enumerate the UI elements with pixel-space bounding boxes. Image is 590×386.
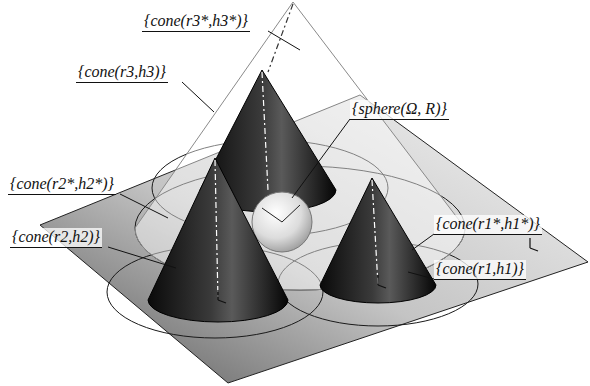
cone-axes xyxy=(215,4,378,300)
part-label: {cone(r3,h3)} xyxy=(76,63,168,83)
part-label: {cone(r1*,h1*)} xyxy=(434,215,542,235)
sphere xyxy=(252,192,312,252)
cone-solid xyxy=(148,158,288,322)
sphere-radius xyxy=(262,205,300,222)
part-label: {sphere(Ω, R)} xyxy=(350,100,449,120)
part-label: {cone(r2,h2)} xyxy=(10,228,102,248)
axis-glyph xyxy=(218,238,538,303)
part-label: {cone(r2*,h2*)} xyxy=(8,175,116,195)
cone-solid xyxy=(320,178,436,303)
part-label: {cone(r1,h1)} xyxy=(434,260,526,280)
part-label: {cone(r3*,h3*)} xyxy=(142,12,250,32)
